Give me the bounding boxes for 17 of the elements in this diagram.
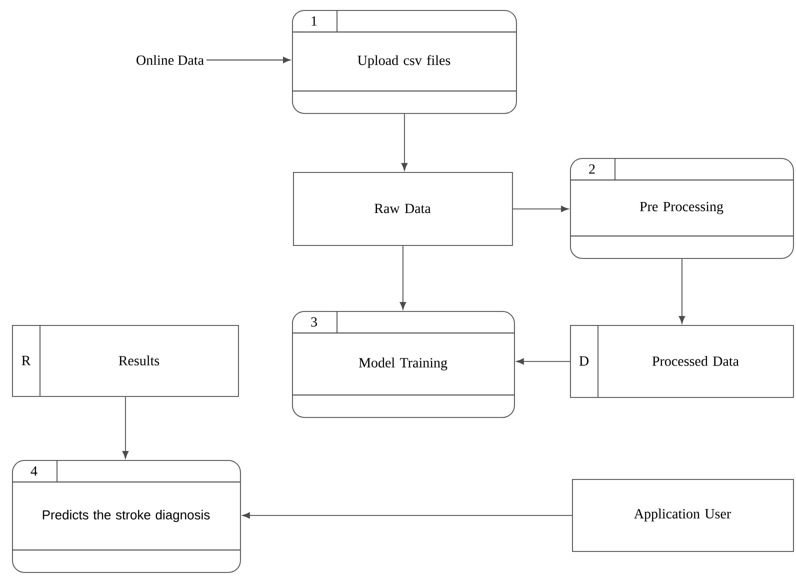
arrow: [512, 206, 569, 212]
arrow: [400, 245, 406, 310]
arrow: [242, 512, 572, 519]
process-box: 2 Pre Processing: [570, 158, 794, 259]
entity-box: Raw Data: [293, 172, 513, 246]
arrow: [401, 113, 408, 171]
data-store-box: D Processed Data: [570, 324, 794, 398]
data-store-box: R Results: [12, 324, 239, 397]
arrow: [122, 396, 129, 459]
data-source-label: Online Data: [136, 55, 204, 65]
arrow: [206, 56, 291, 64]
process-box: 1 Upload csv files: [292, 10, 517, 114]
entity-box: Application User: [572, 479, 794, 552]
arrow: [516, 358, 570, 365]
arrow: [678, 258, 686, 324]
process-box: 4 Predicts the stroke diagnosis: [12, 460, 241, 573]
process-box: 3 Model Training: [292, 310, 515, 418]
